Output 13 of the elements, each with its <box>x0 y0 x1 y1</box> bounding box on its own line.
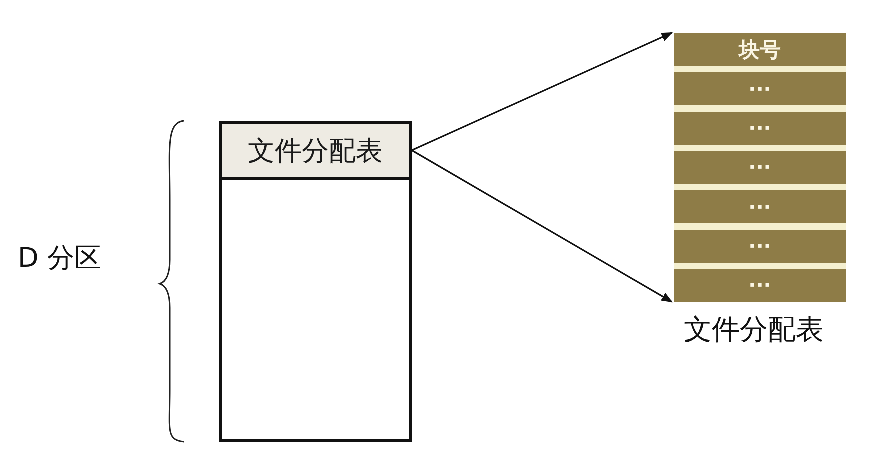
partition-box <box>219 121 412 442</box>
table-row: 块号 <box>674 33 846 66</box>
arrow <box>412 150 673 303</box>
table-row: ··· <box>674 190 846 224</box>
table-row: ··· <box>674 112 846 145</box>
arrow <box>412 32 674 152</box>
header-cell: 文件分配表 <box>219 121 412 180</box>
partition-label: D 分区 <box>18 242 102 276</box>
table-row: ··· <box>674 150 846 184</box>
table-caption: 文件分配表 <box>684 312 824 348</box>
table-row: ··· <box>674 72 846 106</box>
table-row: ··· <box>674 268 846 302</box>
table-row: ··· <box>674 230 846 262</box>
